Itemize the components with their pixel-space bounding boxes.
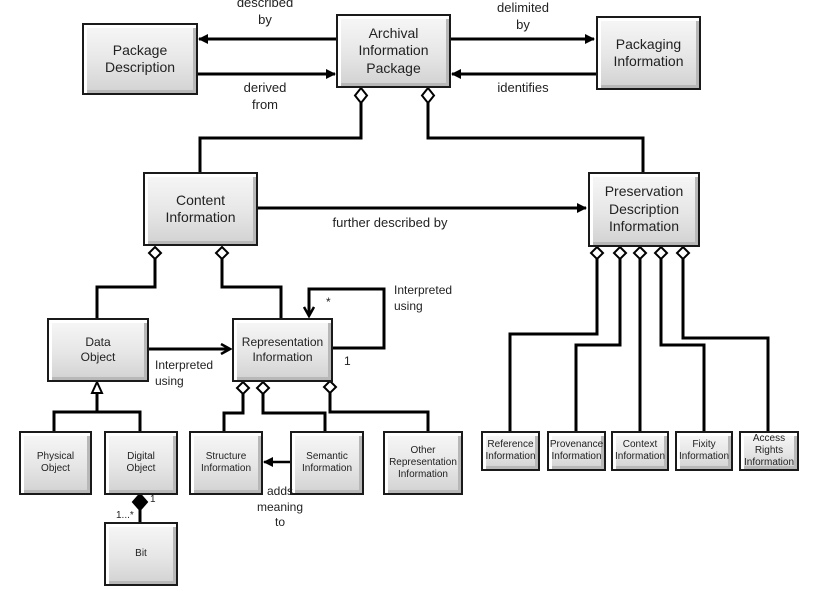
bit-multiplicity-many: 1...* — [116, 510, 134, 521]
pdi-fixity-link — [659, 259, 706, 431]
composition-diamond-icon — [131, 492, 149, 512]
box-label: Provenance Information — [549, 439, 604, 462]
access-rights-information-box: Access Rights Information — [739, 431, 799, 471]
box-label: Reference Information — [485, 439, 536, 462]
multiplicity-many: * — [326, 295, 331, 309]
box-label: Fixity Information — [678, 439, 730, 462]
aggregation-diamond-icon — [353, 86, 369, 105]
rep-other-link — [328, 393, 430, 431]
content-information-box: Content Information — [143, 172, 258, 246]
reference-information-box: Reference Information — [481, 431, 540, 471]
archival-information-package-box: Archival Information Package — [336, 14, 451, 88]
box-label: Semantic Information — [301, 451, 353, 474]
rep-structure-link — [222, 394, 245, 431]
aggregation-diamond-icon — [632, 245, 648, 261]
adds-meaning-to-label: adds meaning to — [256, 484, 304, 530]
aggregation-diamond-icon — [420, 86, 436, 105]
box-label: Structure Information — [200, 451, 252, 474]
self-loop-arrow — [309, 287, 386, 350]
aggregation-diamond-icon — [589, 245, 605, 261]
box-label: Preservation Description Information — [604, 183, 684, 235]
representation-information-box: Representation Information — [232, 318, 333, 382]
content-rep-link — [220, 259, 283, 318]
packaging-information-box: Packaging Information — [596, 16, 701, 90]
content-data-link — [95, 259, 157, 318]
aggregation-diamond-icon — [653, 245, 669, 261]
context-information-box: Context Information — [611, 431, 669, 471]
multiplicity-one: 1 — [344, 354, 351, 368]
identifies-label: identifies — [497, 80, 549, 95]
box-label: Access Rights Information — [743, 433, 795, 468]
bit-box: Bit — [104, 522, 178, 586]
box-label: Context Information — [614, 439, 666, 462]
interpreted-using-label: Interpreted using — [155, 358, 214, 388]
digital-object-box: Digital Object — [104, 431, 178, 495]
data-object-box: Data Object — [47, 318, 149, 382]
digital-multiplicity-one: 1 — [150, 494, 156, 505]
delimited-by-label: delimited by — [496, 0, 550, 32]
pdi-access-link — [681, 259, 770, 432]
semantic-information-box: Semantic Information — [290, 431, 364, 495]
box-label: Digital Object — [126, 451, 156, 474]
aip-content-link — [198, 103, 363, 173]
pdi-reference-link — [508, 259, 599, 431]
structure-information-box: Structure Information — [189, 431, 263, 495]
package-description-box: Package Description — [82, 23, 198, 95]
provenance-information-box: Provenance Information — [547, 431, 606, 471]
further-described-by-label: further described by — [332, 215, 448, 230]
box-label: Packaging Information — [613, 35, 684, 70]
interpreted-using-self-label: Interpreted using — [394, 283, 453, 313]
box-label: Representation Information — [241, 335, 324, 364]
box-label: Content Information — [165, 191, 236, 226]
preservation-description-information-box: Preservation Description Information — [588, 172, 700, 247]
aggregation-diamond-icon — [235, 380, 251, 396]
box-label: Physical Object — [36, 451, 75, 474]
box-label: Package Description — [104, 41, 176, 76]
aggregation-diamond-icon — [612, 245, 628, 261]
other-representation-information-box: Other Representation Information — [383, 431, 463, 495]
aip-pdi-link — [426, 103, 645, 172]
pdi-provenance-link — [574, 259, 622, 431]
physical-object-box: Physical Object — [19, 431, 92, 495]
box-label: Bit — [135, 548, 147, 559]
generalization-link — [52, 393, 99, 431]
fixity-information-box: Fixity Information — [675, 431, 733, 471]
box-label: Data Object — [80, 335, 116, 364]
aggregation-diamond-icon — [675, 245, 691, 261]
derived-from-label: derived from — [243, 80, 287, 112]
described-by-label: described by — [236, 0, 294, 27]
rep-semantic-link — [261, 394, 327, 431]
aggregation-diamond-icon — [255, 380, 271, 396]
box-label: Archival Information Package — [358, 24, 429, 76]
aggregation-diamond-icon — [147, 245, 163, 261]
box-label: Other Representation Information — [389, 445, 457, 480]
generalization-triangle-icon — [90, 379, 104, 394]
aggregation-diamond-icon — [322, 379, 338, 395]
aggregation-diamond-icon — [214, 245, 230, 261]
